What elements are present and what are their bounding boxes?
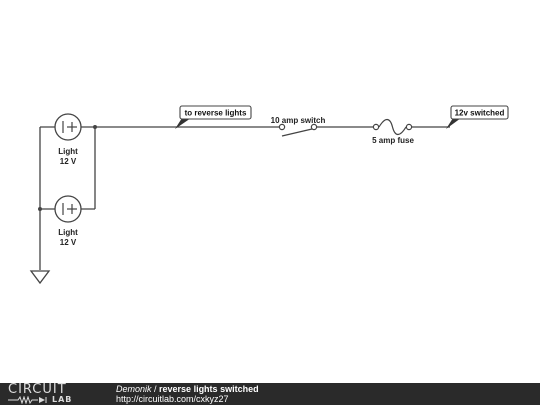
- resistor-wave-icon: [8, 396, 47, 404]
- circuit-url[interactable]: http://circuitlab.com/cxkyz27: [116, 394, 229, 404]
- net-label-source-text: 12v switched: [455, 109, 505, 118]
- net-label-reverse-text: to reverse lights: [185, 109, 247, 118]
- circuit-title[interactable]: reverse lights switched: [159, 384, 259, 394]
- junction-dot: [38, 207, 42, 211]
- circuit-meta: Demonik / reverse lights switched http:/…: [116, 384, 259, 404]
- ground-symbol: [29, 270, 51, 285]
- lamp-1-name: Light: [58, 147, 78, 156]
- lamp-2: [54, 195, 82, 223]
- meta-separator: /: [151, 384, 160, 394]
- author-name[interactable]: Demonik: [116, 384, 152, 394]
- lamp-1: [54, 113, 82, 141]
- net-label-source: 12v switched: [446, 105, 509, 129]
- circuitlab-logo[interactable]: CIRCUIT LAB: [6, 382, 92, 405]
- fuse-symbol: [372, 118, 413, 136]
- fuse-label: 5 amp fuse: [372, 136, 414, 145]
- lamp-2-rating: 12 V: [60, 238, 77, 247]
- logo-text-top: CIRCUIT: [8, 382, 67, 397]
- switch-label: 10 amp switch: [271, 116, 326, 125]
- lamp-1-rating: 12 V: [60, 157, 77, 166]
- schematic-canvas: Light 12 V Light 12 V to reverse lights …: [29, 105, 509, 285]
- lamp-2-name: Light: [58, 228, 78, 237]
- switch-symbol: [278, 123, 318, 137]
- junction-dot: [93, 125, 97, 129]
- logo-text-bottom: LAB: [52, 395, 73, 404]
- footer-bar: CIRCUIT LAB Demonik / reverse lights swi…: [0, 382, 540, 405]
- net-label-reverse: to reverse lights: [175, 105, 252, 129]
